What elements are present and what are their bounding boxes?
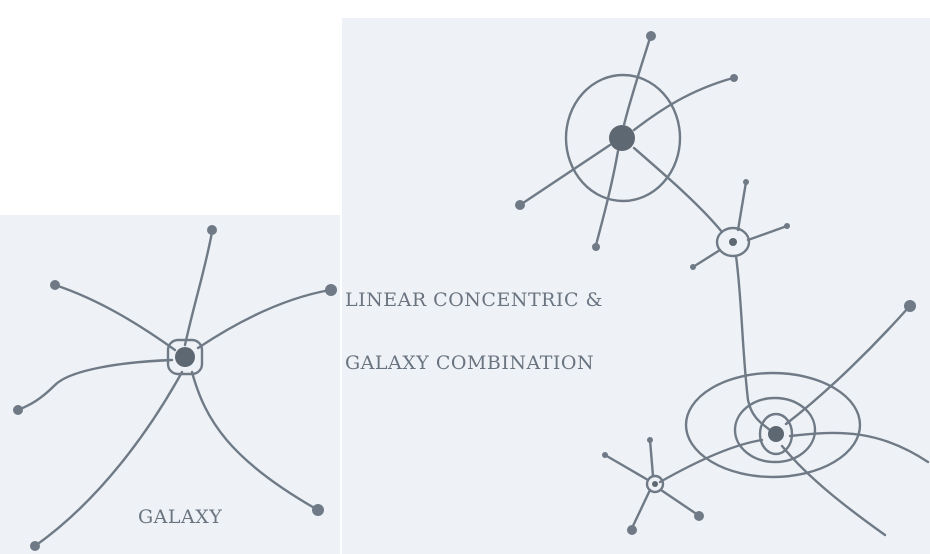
top-cluster-hub — [609, 125, 635, 151]
lower-left-cluster — [602, 437, 704, 535]
middle-node-right — [784, 223, 790, 229]
lower-left-node-down-right — [694, 511, 704, 521]
top-node-right — [730, 74, 738, 82]
middle-link-up — [738, 182, 746, 230]
middle-cluster — [690, 179, 790, 432]
bottom-node-upper-right — [904, 300, 916, 312]
middle-cluster-hub — [729, 238, 737, 246]
top-node-down — [592, 243, 600, 251]
top-cluster — [515, 31, 738, 251]
galaxy-node-lower-left — [30, 541, 40, 551]
top-node-up — [646, 31, 656, 41]
lower-left-link-up — [650, 440, 653, 476]
galaxy-node-lower-right — [312, 504, 324, 516]
galaxy-hub-core — [175, 347, 195, 367]
galaxy-link-top — [185, 232, 212, 345]
galaxy-node-right — [325, 284, 337, 296]
lower-left-link-left — [605, 455, 648, 480]
top-link-to-mid — [634, 148, 722, 232]
lower-left-node-left — [602, 452, 608, 458]
top-link-left — [520, 145, 610, 205]
galaxy-combination-label: GALAXY COMBINATION — [345, 352, 594, 374]
bottom-link-right — [790, 433, 928, 462]
galaxy-link-right — [198, 290, 330, 348]
middle-link-left — [693, 250, 720, 267]
galaxy-node-top — [207, 225, 217, 235]
lower-left-cluster-hub — [652, 481, 658, 487]
galaxy-label: GALAXY — [138, 506, 222, 528]
top-node-left — [515, 200, 525, 210]
middle-link-down — [736, 256, 772, 432]
middle-node-left — [690, 264, 696, 270]
bottom-cluster-hub — [768, 426, 784, 442]
galaxy-node-upper-left — [50, 280, 60, 290]
lower-left-node-down-left — [627, 525, 637, 535]
top-link-right — [634, 78, 733, 130]
galaxy-network — [13, 225, 337, 551]
galaxy-link-upper-left — [55, 285, 175, 350]
top-link-down — [596, 151, 618, 245]
bottom-link-lower-right — [782, 446, 885, 535]
bottom-link-upper-right — [786, 308, 908, 424]
linear-concentric-label: LINEAR CONCENTRIC & — [345, 289, 603, 311]
galaxy-node-left — [13, 405, 23, 415]
lower-left-node-up — [647, 437, 653, 443]
bottom-cluster — [660, 300, 928, 535]
middle-link-right — [748, 226, 787, 240]
galaxy-link-left — [18, 360, 172, 410]
lower-left-link-down-right — [661, 490, 698, 515]
galaxy-link-lower-right — [192, 372, 318, 510]
lower-left-link-down-left — [632, 490, 650, 528]
middle-node-up — [743, 179, 749, 185]
